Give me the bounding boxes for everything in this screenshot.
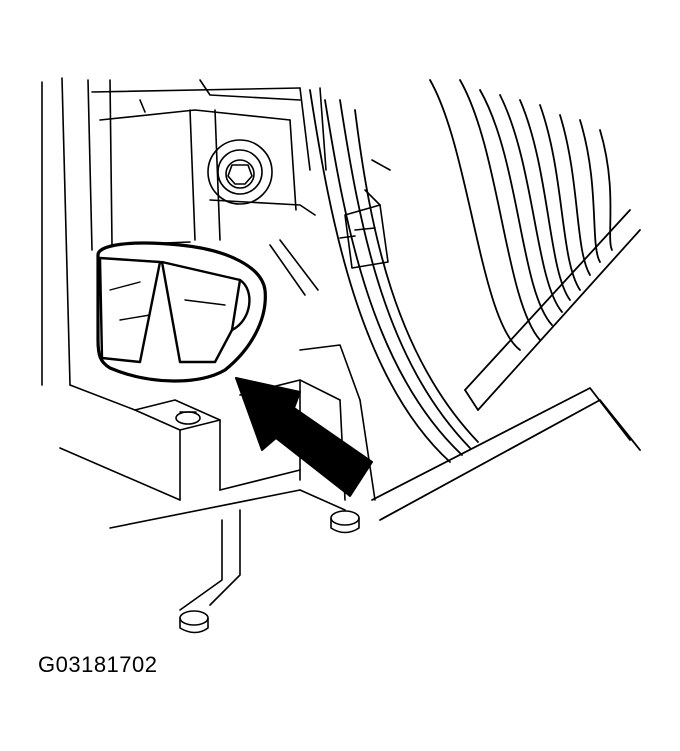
support-strut bbox=[371, 209, 641, 521]
housing-frame bbox=[41, 77, 327, 501]
pulley-belt bbox=[309, 79, 613, 463]
technical-illustration bbox=[41, 77, 641, 634]
bottom-bracket bbox=[109, 239, 360, 634]
sensor-component bbox=[96, 241, 267, 383]
center-bolt bbox=[207, 139, 316, 216]
arrow-icon bbox=[235, 377, 373, 497]
figure-code: G03181702 bbox=[38, 652, 158, 677]
